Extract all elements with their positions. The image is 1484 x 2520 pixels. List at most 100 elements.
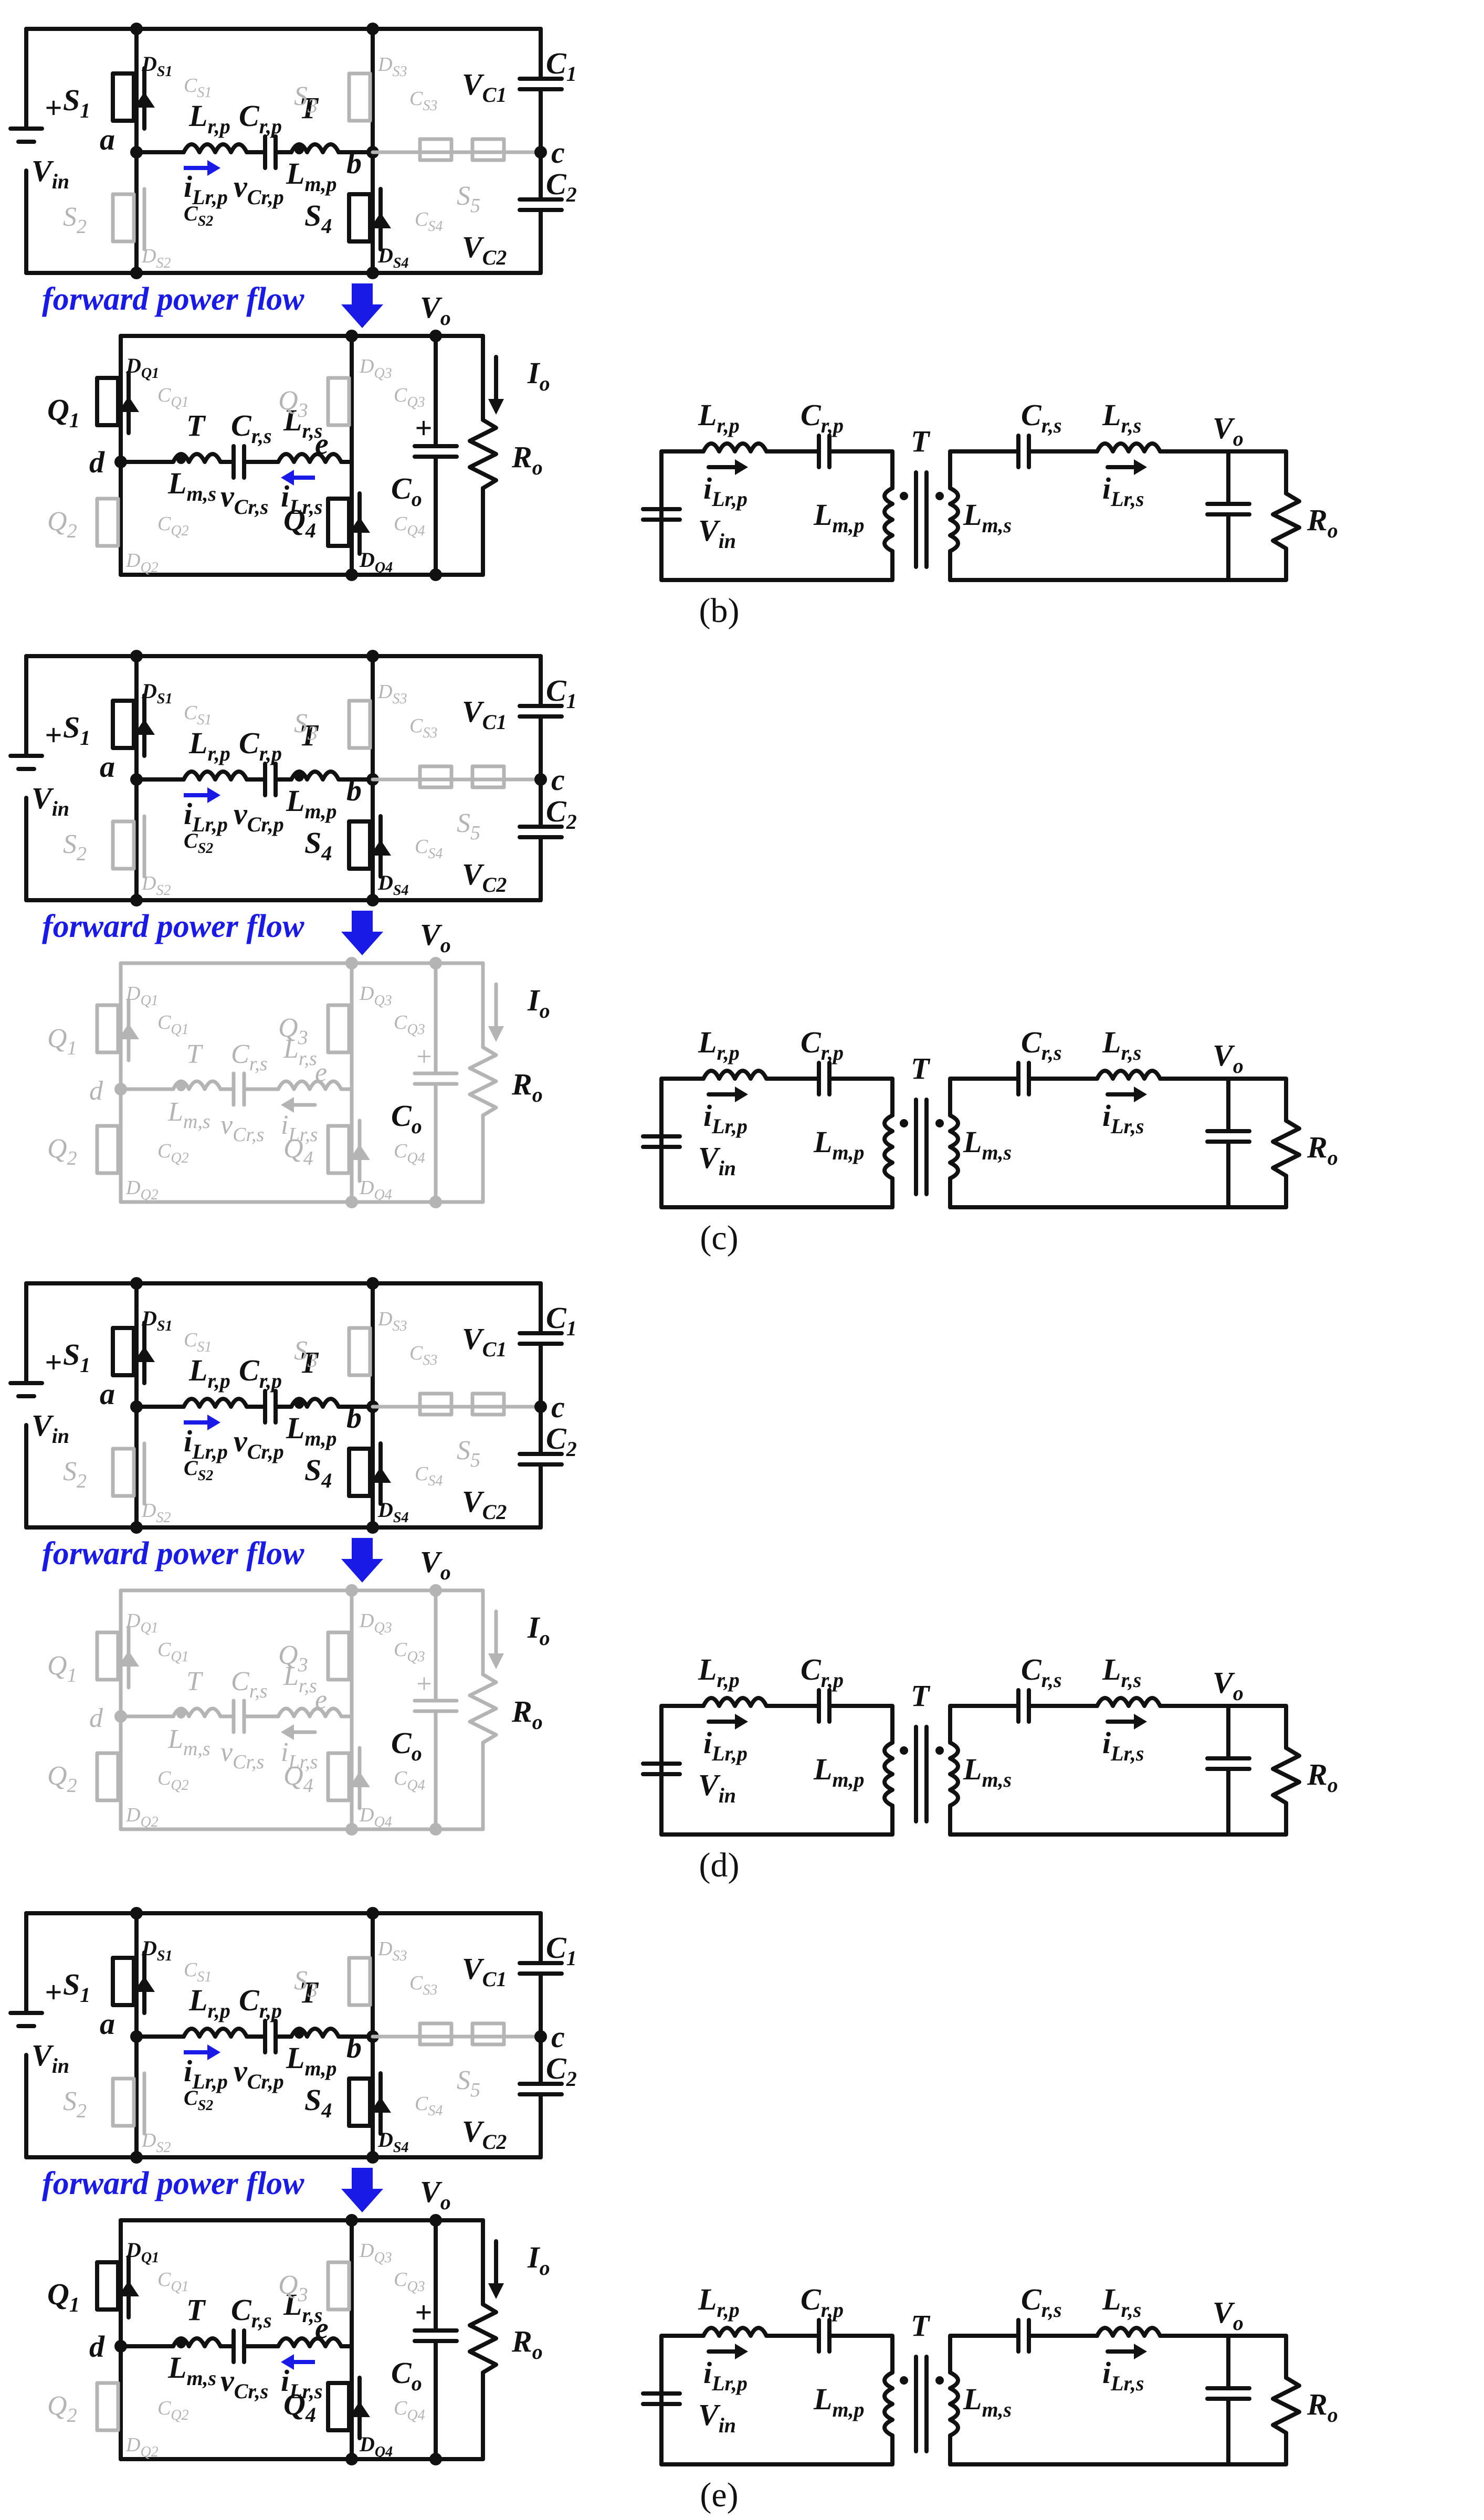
cq3-label: CQ3	[394, 1011, 425, 1038]
vcrs-label: vCr,s	[220, 1110, 264, 1146]
s3-label: S3	[294, 1336, 318, 1372]
crp-label: Cr,p	[239, 1353, 282, 1393]
lms-label: Lm,s	[963, 498, 1012, 537]
transformer-label: T	[299, 1975, 319, 2009]
dq1-label: DQ1	[125, 2238, 159, 2266]
node-d-label: d	[89, 445, 105, 479]
lrp-label: Lr,p	[698, 398, 740, 437]
cq3-label: CQ3	[394, 384, 425, 410]
panel-b: + Vin S1 DS1 CS1 S2 CS2 DS2	[8, 23, 1338, 630]
ds3-label: DS3	[377, 681, 407, 707]
dq1-label: DQ1	[125, 983, 159, 1009]
ro-label: Ro	[1307, 503, 1338, 542]
ilrs-label: iLr,s	[1102, 2356, 1144, 2395]
s5-label: S5	[457, 1436, 480, 1471]
crs-label: Cr,s	[231, 2293, 272, 2332]
panel-c: + Vin S1 DS1 CS1 S2 CS2 DS2	[8, 650, 1338, 1257]
lms-label: Lm,s	[167, 1097, 211, 1133]
io-label: Io	[527, 356, 550, 395]
ilrp-label: iLr,p	[703, 1099, 748, 1138]
lrp-label: Lr,p	[188, 1353, 230, 1393]
lms-label: Lm,s	[167, 1724, 211, 1760]
crp-label: Cr,p	[239, 99, 282, 138]
dq3-label: DQ3	[359, 2240, 392, 2266]
q2-label: Q2	[47, 507, 77, 542]
equivalent-circuit: Lr,p Cr,p iLr,p Vin Lm,p T Lm,s Cr,s Lr,…	[641, 2282, 1338, 2466]
lmp-label: Lm,p	[286, 784, 337, 823]
cs3-label: CS3	[409, 1342, 437, 1368]
vcrp-label: vCr,p	[234, 1424, 284, 1463]
vin-label: Vin	[698, 2398, 736, 2437]
lms-label: Lm,s	[167, 466, 216, 505]
node-b-label: b	[346, 1400, 362, 1435]
lrp-label: Lr,p	[698, 1025, 740, 1064]
lrs-label: Lr,s	[283, 403, 322, 442]
s4-label: S4	[304, 1453, 332, 1492]
vo-label: Vo	[1213, 1665, 1244, 1705]
lmp-label: Lm,p	[813, 1752, 865, 1791]
power-flow-indicator: forward power flow	[42, 2166, 383, 2212]
power-flow-indicator: forward power flow	[42, 909, 383, 955]
cs2-label: CS2	[184, 829, 213, 857]
node-c-label: c	[551, 763, 565, 797]
lrp-label: Lr,p	[698, 1652, 740, 1692]
c1-label: C1	[546, 1301, 577, 1340]
vcrs-label: vCr,s	[220, 2364, 268, 2403]
vcrp-label: vCr,p	[234, 170, 284, 209]
dq1-label: DQ1	[125, 1610, 159, 1636]
dq4-label: DQ4	[359, 2432, 393, 2460]
cq4-label: CQ4	[394, 1140, 425, 1166]
io-label: Io	[527, 983, 550, 1022]
power-flow-indicator: forward power flow	[42, 281, 383, 328]
flow-label: forward power flow	[42, 909, 304, 944]
s4-label: S4	[304, 2083, 332, 2122]
secondary-converter: Q1 DQ1 CQ1 Q2 CQ2 DQ2 d e T Lm,s Cr,s	[47, 918, 550, 1208]
equivalent-circuit: Lr,p Cr,p iLr,p Vin Lm,p T Lm,s Cr,s Lr,…	[641, 398, 1338, 582]
node-a-label: a	[100, 2007, 115, 2041]
lmp-label: Lm,p	[813, 2382, 865, 2421]
cs4-label: CS4	[415, 2093, 443, 2119]
equivalent-circuit: Lr,p Cr,p iLr,p Vin Lm,p T Lm,s Cr,s Lr,…	[641, 1652, 1338, 1837]
vo-label: Vo	[1213, 2295, 1244, 2335]
lrs-label: Lr,s	[1102, 398, 1141, 437]
q4-label: Q4	[283, 503, 316, 542]
crp-label: Cr,p	[239, 726, 282, 765]
vc1-label: VC1	[462, 1952, 507, 1991]
node-c-label: c	[551, 2020, 565, 2054]
primary-converter: + Vin S1 DS1 CS1 S2 CS2 DS2	[8, 650, 577, 906]
ilrs-label: iLr,s	[1102, 1099, 1144, 1138]
ilrp-label: iLr,p	[184, 797, 228, 836]
cq1-label: CQ1	[157, 1639, 189, 1665]
secondary-converter: Q1 DQ1 CQ1 Q2 CQ2 DQ2 d e T Lm,s Cr,s	[47, 290, 550, 581]
vin-label: Vin	[698, 513, 736, 553]
node-a-label: a	[100, 122, 115, 156]
dq2-label: DQ2	[125, 2434, 159, 2460]
s2-label: S2	[63, 1457, 87, 1492]
s3-label: S3	[294, 81, 318, 117]
vo-label: Vo	[420, 2175, 451, 2214]
vc2-label: VC2	[462, 230, 507, 269]
node-c-label: c	[551, 1390, 565, 1424]
crs-label: Cr,s	[1021, 2282, 1062, 2322]
transformer-label: T	[186, 1667, 203, 1696]
power-flow-indicator: forward power flow	[42, 1536, 383, 1583]
lrp-label: Lr,p	[188, 1983, 230, 2022]
crp-label: Cr,p	[239, 1983, 282, 2022]
c2-label: C2	[546, 1421, 577, 1461]
cs4-label: CS4	[415, 208, 443, 235]
transformer-label: T	[911, 2308, 931, 2343]
ilrs-label: iLr,s	[281, 2364, 322, 2403]
dq4-label: DQ4	[359, 1177, 392, 1203]
node-e-label: e	[315, 2311, 329, 2345]
crp-label: Cr,p	[801, 1652, 844, 1692]
ds2-label: DS2	[141, 872, 171, 899]
q4-label: Q4	[283, 2387, 316, 2427]
cs4-label: CS4	[415, 1463, 443, 1489]
co-label: Co	[391, 1726, 422, 1765]
panel-caption: (d)	[699, 1846, 740, 1884]
ilrs-label: iLr,s	[1102, 1726, 1144, 1765]
crp-label: Cr,p	[801, 2282, 844, 2322]
vc1-label: VC1	[462, 67, 507, 107]
s4-label: S4	[304, 198, 332, 238]
vo-label: Vo	[1213, 411, 1244, 450]
